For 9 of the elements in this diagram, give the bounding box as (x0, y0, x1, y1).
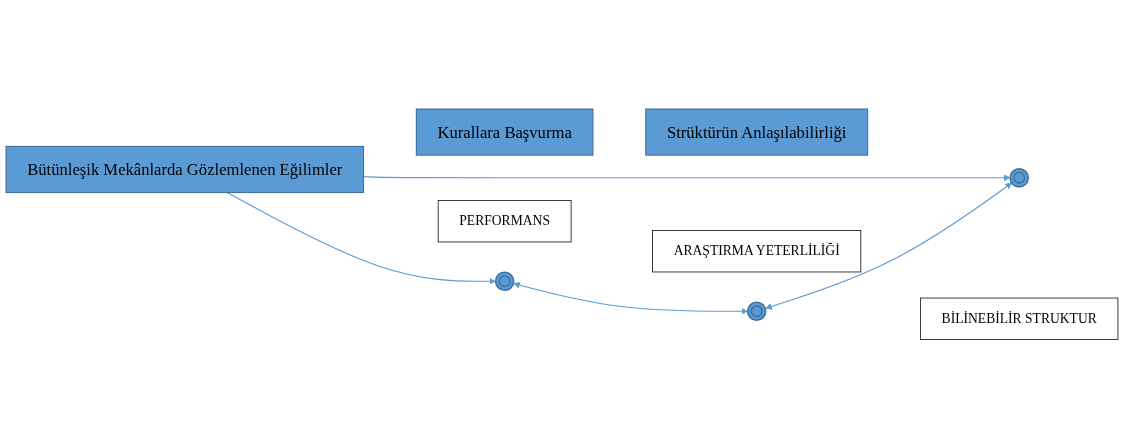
node-box: PERFORMANS (437, 199, 572, 243)
node-box: Strüktürün Anlaşılabilirliği (645, 108, 869, 156)
node-box: BİLİNEBİLİR STRUKTUR (920, 297, 1119, 340)
arrow (226, 191, 496, 285)
node-box: Kurallara Başvurma (415, 108, 594, 156)
arrow (765, 182, 1013, 310)
node-box: Bütünleşik Mekânlarda Gözlemlenen Eğilimler (5, 145, 365, 193)
node-box: ARAŞTIRMA YETERLİLİĞİ (652, 229, 862, 273)
arrow (513, 281, 748, 315)
